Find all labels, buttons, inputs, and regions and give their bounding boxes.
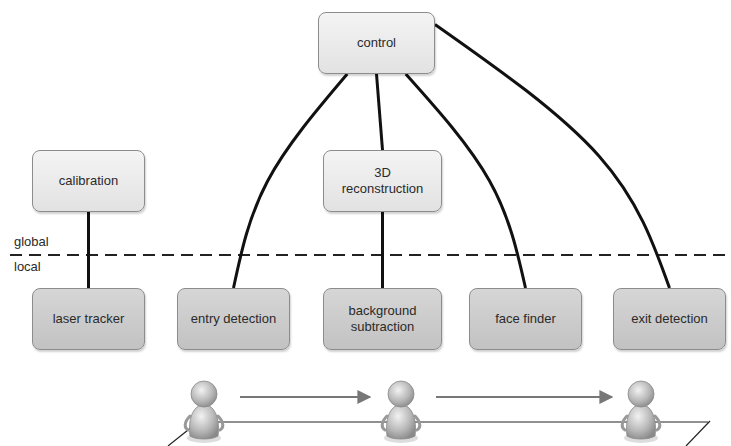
person-figure [185, 381, 223, 443]
process-box: 3D reconstruction [323, 150, 442, 212]
box-text-group: control [349, 31, 404, 55]
box-label: background subtraction [324, 299, 441, 340]
box-text-group: calibration [51, 169, 126, 193]
box-label: entry detection [183, 307, 284, 331]
process-box: exit detection [613, 288, 726, 350]
person-figure [622, 381, 660, 443]
box-label: laser tracker [45, 307, 133, 331]
box-label: control [349, 31, 404, 55]
box-label: exit detection [623, 307, 716, 331]
global-local-divider [10, 254, 729, 256]
box-label: face finder [487, 307, 564, 331]
connector-line [87, 212, 90, 288]
box-text-group: face finder [487, 307, 564, 331]
zone-label: global [12, 235, 51, 249]
zone-label: local [12, 260, 43, 274]
person-figure [382, 381, 420, 443]
box-text-group: entry detection [183, 307, 284, 331]
connector-line [377, 74, 383, 150]
motion-arrows [240, 396, 612, 398]
box-text-group: background subtraction [324, 299, 441, 340]
process-box: laser tracker [32, 288, 145, 350]
connector-line [435, 24, 670, 288]
process-box: entry detection [177, 288, 290, 350]
process-box: calibration [32, 150, 145, 212]
box-text-group: laser tracker [45, 307, 133, 331]
connector-line [381, 212, 384, 288]
process-box: background subtraction [323, 288, 442, 350]
process-box: control [318, 12, 435, 74]
process-box: face finder [469, 288, 582, 350]
box-text-group: exit detection [623, 307, 716, 331]
box-text-group: 3D reconstruction [324, 161, 441, 202]
box-label: calibration [51, 169, 126, 193]
box-label: 3D reconstruction [324, 161, 441, 202]
